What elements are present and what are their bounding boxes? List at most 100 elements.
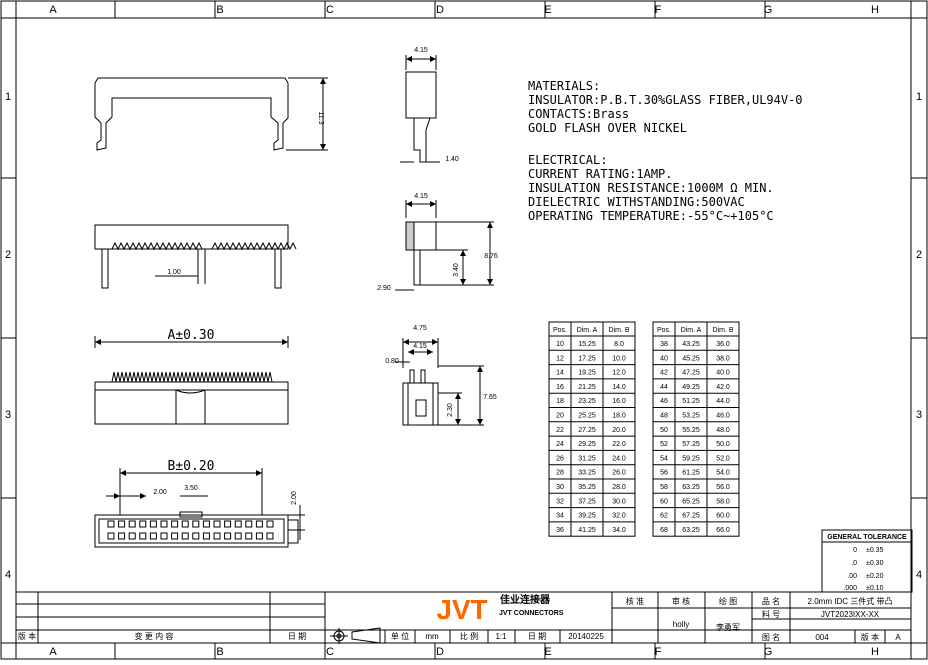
pin bbox=[224, 520, 232, 528]
table-right-cell: 43.25 bbox=[682, 341, 700, 348]
table-right-header: Pos. bbox=[657, 327, 671, 334]
table-left-cell: 14.0 bbox=[612, 384, 626, 391]
dim-290: 2.90 bbox=[377, 285, 391, 292]
table-right-cell: 58.0 bbox=[716, 498, 730, 505]
table-right-header: Dim. A bbox=[681, 327, 702, 334]
pin bbox=[128, 520, 136, 528]
col-label-top: C bbox=[326, 4, 334, 16]
table-right-header: Dim. B bbox=[713, 327, 734, 334]
table-left-cell: 28.0 bbox=[612, 484, 626, 491]
tolerance-key: .000 bbox=[843, 585, 857, 592]
table-right-cell: 56.0 bbox=[716, 484, 730, 491]
table-left-cell: 22 bbox=[556, 427, 564, 434]
view-bottom-pins bbox=[94, 468, 305, 548]
col-label-bottom: G bbox=[764, 646, 773, 658]
dim-100: 1.00 bbox=[167, 269, 181, 276]
col-label-bottom: E bbox=[544, 646, 551, 658]
pin bbox=[107, 520, 115, 528]
product-name-value: 2.0mm IDC 三件式 带凸 bbox=[808, 596, 893, 606]
col-label-bottom: C bbox=[326, 646, 334, 658]
table-left-cell: 18 bbox=[556, 398, 564, 405]
part-number-label: 料 号 bbox=[762, 609, 780, 619]
pin bbox=[224, 532, 232, 540]
table-right-frame bbox=[652, 321, 740, 537]
revision-label: 版 本 bbox=[18, 631, 36, 641]
table-left-cell: 22.0 bbox=[612, 441, 626, 448]
table-right-cell: 46.0 bbox=[716, 413, 730, 420]
view-front-cover bbox=[94, 224, 297, 289]
pin bbox=[171, 532, 179, 540]
tolerance-rows: 0 ±0.35 .0 ±0.30 .00 ±0.20 .000 ±0.10 bbox=[843, 547, 883, 592]
pin bbox=[255, 532, 263, 540]
tolerance-key: 0 bbox=[853, 547, 857, 554]
view-section-1 bbox=[286, 55, 440, 163]
electrical-line: CURRENT RATING:1AMP. bbox=[528, 167, 673, 181]
pin-array bbox=[107, 520, 274, 540]
table-left-cell: 15.25 bbox=[578, 341, 596, 348]
materials-line: CONTACTS:Brass bbox=[528, 107, 629, 121]
table-left-cell: 39.25 bbox=[578, 513, 596, 520]
pin bbox=[202, 532, 210, 540]
table-right-cell: 57.25 bbox=[682, 441, 700, 448]
pin bbox=[192, 532, 200, 540]
table-right-cell: 38.0 bbox=[716, 355, 730, 362]
table-right-cell: 60 bbox=[660, 498, 668, 505]
dim-340: 3.40 bbox=[453, 263, 460, 277]
table-left-header: Dim. A bbox=[577, 327, 598, 334]
change-content-label: 变 更 内 容 bbox=[135, 631, 174, 641]
table-right-cell: 61.25 bbox=[682, 470, 700, 477]
col-label-bottom: B bbox=[216, 646, 223, 658]
tolerance-value: ±0.30 bbox=[866, 560, 884, 567]
unit-label: 单 位 bbox=[391, 631, 409, 641]
table-right-cell: 46 bbox=[660, 398, 668, 405]
electrical-line: DIELECTRIC WITHSTANDING:500VAC bbox=[528, 195, 745, 209]
table-left-cell: 27.25 bbox=[578, 427, 596, 434]
table-left-cell: 26 bbox=[556, 455, 564, 462]
table-left-cell: 8.0 bbox=[614, 341, 624, 348]
col-label-top: G bbox=[764, 4, 773, 16]
table-left-cell: 12 bbox=[556, 355, 564, 362]
table-right-cell: 68 bbox=[660, 527, 668, 534]
drawing-no-label: 图 名 bbox=[762, 632, 780, 642]
table-right-cell: 48.0 bbox=[716, 427, 730, 434]
col-label-bottom: H bbox=[871, 646, 879, 658]
table-left-frame bbox=[548, 321, 636, 537]
scale-value: 1:1 bbox=[495, 632, 507, 641]
table-right-cell: 54.0 bbox=[716, 470, 730, 477]
row-label-left: 1 bbox=[5, 91, 11, 103]
table-left-header: Pos. bbox=[553, 327, 567, 334]
table-left-cell: 16 bbox=[556, 384, 564, 391]
table-left-cell: 20 bbox=[556, 413, 564, 420]
table-left-cell: 24 bbox=[556, 441, 564, 448]
materials-line: GOLD FLASH OVER NICKEL bbox=[528, 121, 687, 135]
row-label-left: 4 bbox=[5, 569, 11, 581]
product-name-label: 品 名 bbox=[762, 596, 780, 606]
dim-765: 7.65 bbox=[483, 394, 497, 401]
review-value: holly bbox=[673, 620, 689, 629]
row-label-left: 2 bbox=[5, 249, 11, 261]
company-name-cn: 佳业连接器 bbox=[500, 593, 551, 606]
tolerance-key: .0 bbox=[851, 560, 857, 567]
dim-width-415: 4.15 bbox=[414, 47, 428, 54]
table-right-cell: 53.25 bbox=[682, 413, 700, 420]
dim-230: 2.30 bbox=[447, 403, 454, 417]
table-right-cell: 56 bbox=[660, 470, 668, 477]
table-left-cell: 34.0 bbox=[612, 527, 626, 534]
table-left-cell: 41.25 bbox=[578, 527, 596, 534]
table-left-cell: 35.25 bbox=[578, 484, 596, 491]
pin bbox=[245, 520, 253, 528]
view-section-2 bbox=[395, 200, 494, 291]
table-left-cell: 34 bbox=[556, 513, 564, 520]
electrical-line: INSULATION RESISTANCE:1000M Ω MIN. bbox=[528, 181, 774, 195]
table-left-cell: 16.0 bbox=[612, 398, 626, 405]
part-number-value: JVT2023IXX-XX bbox=[821, 610, 880, 619]
table-left-cell: 30.0 bbox=[612, 498, 626, 505]
dim-a-tolerance: A±0.30 bbox=[168, 328, 215, 343]
table-right-cell: 40.0 bbox=[716, 370, 730, 377]
table-left-cell: 36 bbox=[556, 527, 564, 534]
grid-labels: A B C D E F G H A B C D E F G H 1 2 3 4 … bbox=[5, 4, 922, 658]
pin bbox=[245, 532, 253, 540]
